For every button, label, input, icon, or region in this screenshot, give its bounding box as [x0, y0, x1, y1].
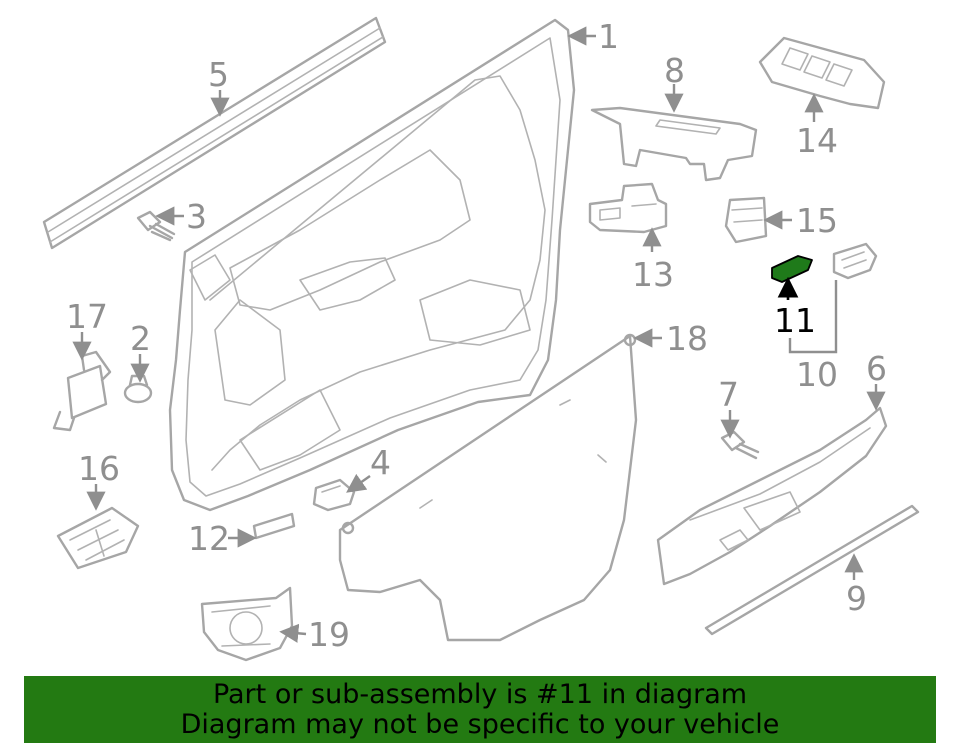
banner-line-1: Part or sub-assembly is #11 in diagram — [212, 679, 748, 710]
callout-7: 7 — [718, 375, 739, 414]
callout-5: 5 — [208, 55, 229, 94]
callout-11: 11 — [774, 301, 816, 340]
leader-lines — [72, 26, 886, 643]
part-14-master-switch — [758, 36, 886, 110]
callout-14: 14 — [796, 121, 838, 160]
callout-16: 16 — [78, 449, 120, 488]
part-4-bracket — [312, 478, 356, 512]
callout-6: 6 — [866, 349, 887, 388]
info-banner: Part or sub-assembly is #11 in diagram D… — [24, 676, 936, 743]
callout-15: 15 — [796, 201, 838, 240]
callout-8: 8 — [664, 51, 685, 90]
callout-10: 10 — [796, 355, 838, 394]
callout-9: 9 — [846, 579, 867, 618]
part-8-switch-bezel — [590, 106, 758, 182]
callout-12: 12 — [188, 519, 230, 558]
callout-1: 1 — [598, 17, 619, 56]
part-16-switch-housing — [56, 506, 140, 570]
part-13-switch — [588, 182, 668, 234]
part-9-trim-strip — [704, 504, 920, 636]
part-5-door-molding — [42, 16, 387, 250]
callout-2: 2 — [130, 319, 151, 358]
part-10-bracket — [832, 242, 878, 280]
callout-4: 4 — [370, 443, 391, 482]
part-1-door-trim-panel — [168, 18, 576, 512]
banner-line-2: Diagram may not be specific to your vehi… — [180, 709, 780, 740]
part-15-switch — [724, 196, 768, 244]
callout-18: 18 — [666, 319, 708, 358]
part-7-screw — [720, 430, 760, 460]
callout-13: 13 — [632, 255, 674, 294]
callout-19: 19 — [308, 615, 350, 654]
part-18-door-glass — [338, 333, 638, 642]
part-2-clip — [123, 374, 153, 404]
callout-17: 17 — [66, 297, 108, 336]
callout-labels: 1 5 3 2 17 16 12 4 19 18 8 14 13 15 11 1… — [66, 17, 887, 654]
part-11-switch-knob[interactable] — [771, 255, 813, 283]
part-19-speaker-bracket — [200, 586, 294, 662]
part-6-armrest-trim — [656, 406, 888, 586]
part-12-pad — [252, 512, 296, 540]
callout-3: 3 — [186, 197, 207, 236]
part-17-module — [52, 350, 112, 432]
